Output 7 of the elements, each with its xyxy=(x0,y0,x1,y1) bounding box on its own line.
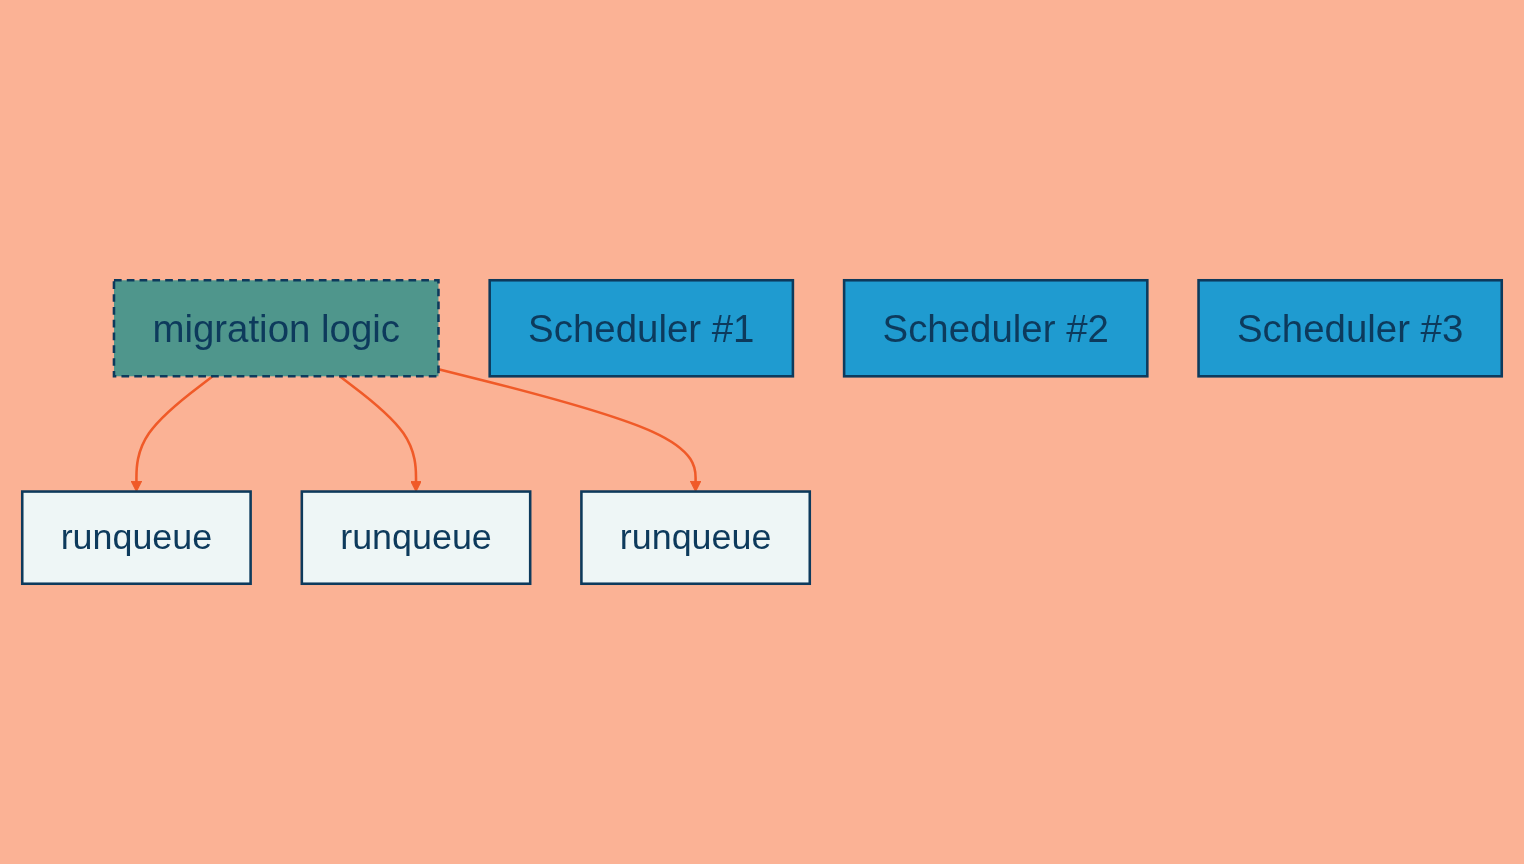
node-box: Scheduler #2 xyxy=(842,279,1149,378)
node-box: runqueue xyxy=(20,490,252,585)
node-box: runqueue xyxy=(580,490,812,585)
node-box: migration logic xyxy=(112,279,440,378)
node-box: Scheduler #1 xyxy=(488,279,795,378)
node-box: Scheduler #3 xyxy=(1197,279,1504,378)
node-box: runqueue xyxy=(300,490,532,585)
